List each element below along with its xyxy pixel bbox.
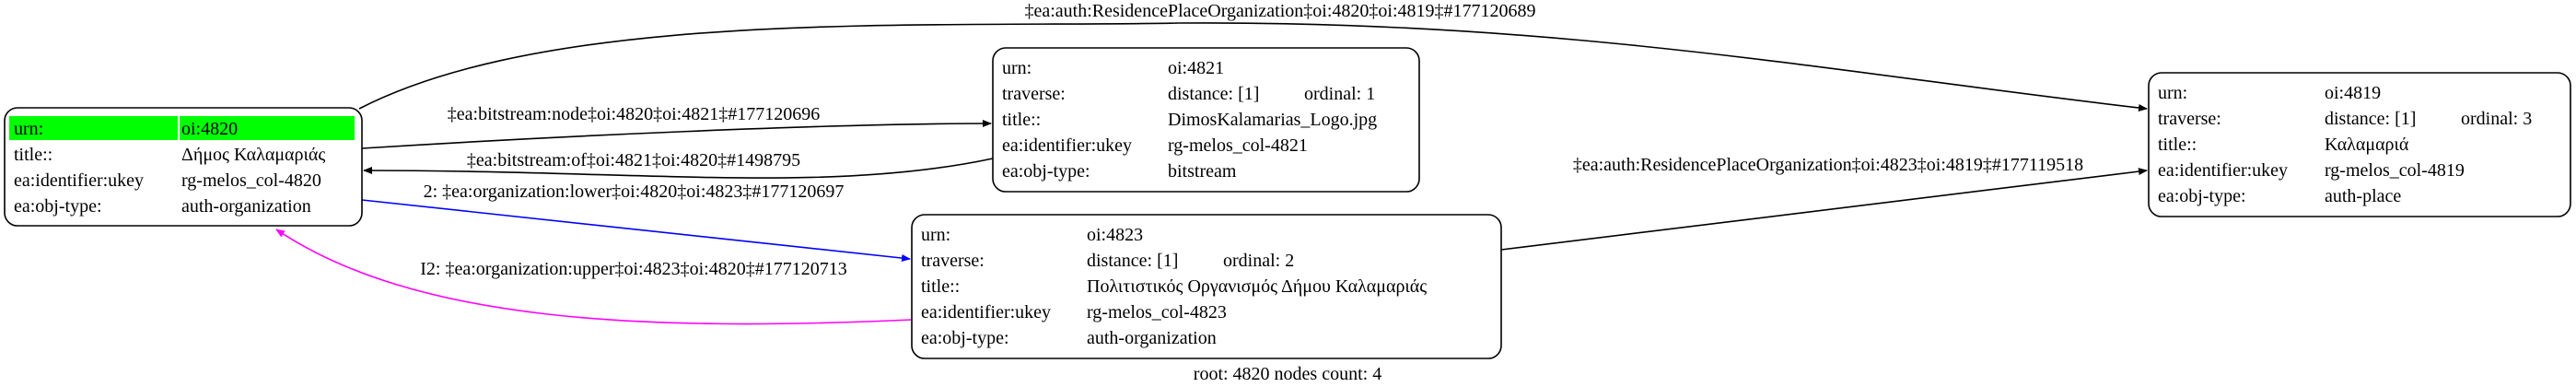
edge-4823-4819 xyxy=(1500,168,2148,251)
node-field-value: oi:4821 xyxy=(1168,58,1224,78)
node-field-ordinal: ordinal: 3 xyxy=(2461,109,2532,129)
node-field-value: distance: [1] xyxy=(2325,109,2416,129)
node-4823[interactable]: urn: oi:4823 traverse: distance: [1] ordinal… xyxy=(911,214,1502,359)
node-field-ordinal: ordinal: 1 xyxy=(1304,84,1375,104)
edge-4820-4819 xyxy=(358,22,2148,111)
node-field-value: distance: [1] xyxy=(1168,84,1259,104)
edge-label: 2: ‡ea:organization:lower‡oi:4820‡oi:482… xyxy=(424,182,845,202)
node-field-value: auth-place xyxy=(2325,186,2401,206)
node-field-key: traverse: xyxy=(1002,84,1066,104)
node-field-key: ea:identifier:ukey xyxy=(921,302,1051,322)
node-field-value: distance: [1] xyxy=(1087,251,1178,271)
node-field-value: auth-organization xyxy=(181,196,311,217)
node-4821[interactable]: urn: oi:4821 traverse: distance: [1] ordinal… xyxy=(992,47,1420,193)
edge-label: ‡ea:bitstream:node‡oi:4820‡oi:4821‡#1771… xyxy=(448,104,820,124)
node-field-key: ea:identifier:ukey xyxy=(1002,135,1132,156)
node-field-value: rg-melos_col-4819 xyxy=(2325,160,2465,181)
node-field-key: ea:identifier:ukey xyxy=(14,170,144,191)
node-field-key: urn: xyxy=(1002,58,1032,78)
edge-label: ‡ea:auth:ResidencePlaceOrganization‡oi:4… xyxy=(1573,155,2083,175)
node-field-value: oi:4823 xyxy=(1087,225,1143,245)
node-field-key: urn: xyxy=(2158,83,2187,103)
node-field-value: oi:4819 xyxy=(2325,83,2381,103)
edge-4821-4820 xyxy=(363,158,994,179)
node-field-key: ea:identifier:ukey xyxy=(2158,160,2288,181)
node-field-value: Πολιτιστικός Οργανισμός Δήμου Καλαμαριάς xyxy=(1087,276,1427,297)
node-field-ordinal: ordinal: 2 xyxy=(1223,251,1294,271)
highlight-cell xyxy=(9,116,178,140)
node-field-value: Καλαμαριά xyxy=(2325,135,2409,155)
highlight-cell xyxy=(180,116,355,140)
node-field-value: rg-melos_col-4823 xyxy=(1087,302,1227,322)
node-field-value: auth-organization xyxy=(1087,328,1217,348)
node-field-key: ea:obj-type: xyxy=(921,328,1009,348)
edge-label: I2: ‡ea:organization:upper‡oi:4823‡oi:48… xyxy=(420,259,846,279)
node-field-key: traverse: xyxy=(921,251,985,271)
node-field-key: traverse: xyxy=(2158,109,2221,129)
graph-footer: root: 4820 nodes count: 4 xyxy=(1194,364,1381,384)
edge-label: ‡ea:auth:ResidencePlaceOrganization‡oi:4… xyxy=(1024,1,1535,21)
node-field-value: Δήμος Καλαμαριάς xyxy=(181,145,325,165)
node-field-value: bitstream xyxy=(1168,161,1237,182)
node-field-value: rg-melos_col-4820 xyxy=(181,170,321,191)
node-field-key: title:: xyxy=(921,276,960,297)
node-field-key: urn: xyxy=(921,225,950,245)
node-field-key: ea:obj-type: xyxy=(14,196,102,217)
edge-label: ‡ea:bitstream:of‡oi:4821‡oi:4820‡#149879… xyxy=(467,150,800,170)
node-field-value: DimosKalamarias_Logo.jpg xyxy=(1168,110,1377,130)
node-field-key: ea:obj-type: xyxy=(1002,161,1090,182)
node-box xyxy=(992,47,1420,193)
edges: ‡ea:auth:ResidencePlaceOrganization‡oi:4… xyxy=(275,1,2148,325)
node-field-key: title:: xyxy=(2158,135,2197,155)
node-field-key: urn: xyxy=(14,119,43,139)
edge-4820-4823 xyxy=(361,199,911,263)
node-box xyxy=(2148,72,2571,217)
edge-4820-4821 xyxy=(361,120,992,149)
node-field-value: oi:4820 xyxy=(181,119,238,139)
node-field-key: title:: xyxy=(1002,110,1041,130)
node-box xyxy=(911,214,1502,359)
node-field-key: title:: xyxy=(14,145,52,165)
node-4819[interactable]: urn: oi:4819 traverse: distance: [1] ordinal… xyxy=(2148,72,2571,217)
node-field-value: rg-melos_col-4821 xyxy=(1168,135,1308,156)
node-field-key: ea:obj-type: xyxy=(2158,186,2246,206)
edge-4823-4820 xyxy=(275,229,913,325)
